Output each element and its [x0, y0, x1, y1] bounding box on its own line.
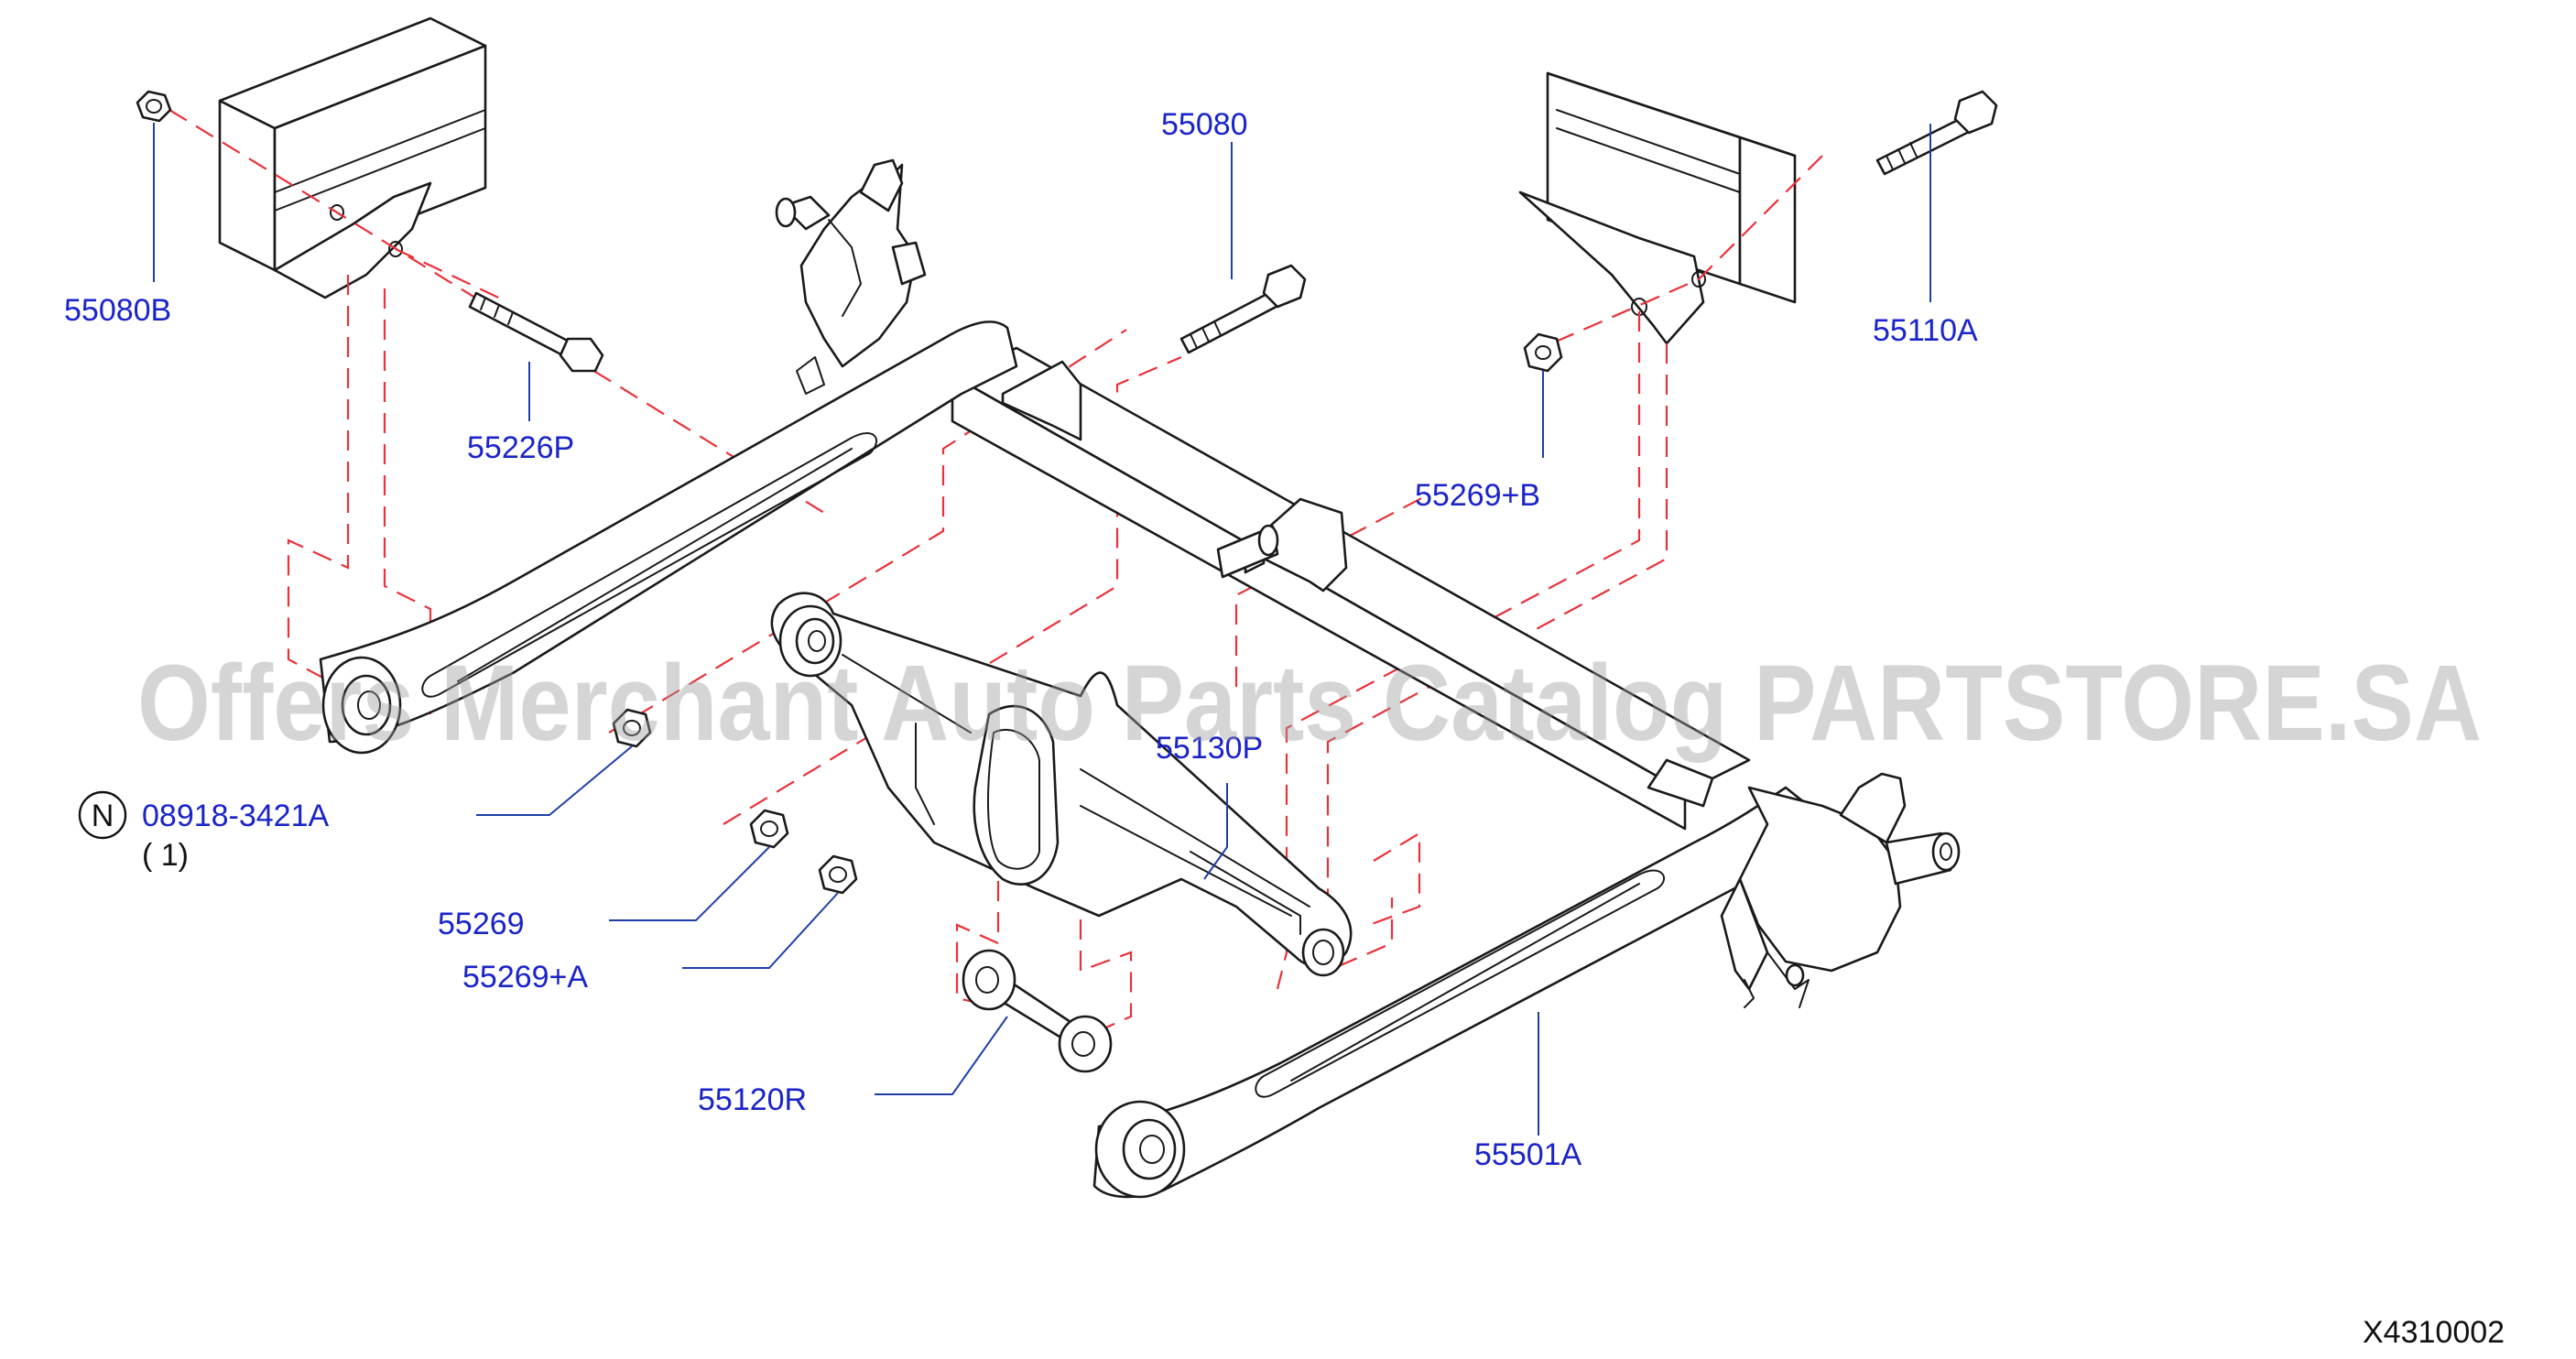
flange-nut-55080B: [136, 90, 172, 123]
label-55110A: 55110A: [1873, 313, 1978, 348]
right-body-rail: [1518, 71, 1797, 345]
label-08918-3421A: 08918-3421A: [142, 799, 330, 833]
left-body-rail: [218, 16, 487, 299]
nut-55269B: [1523, 332, 1563, 373]
watermark: Offers Merchant Auto Parts Catalog PARTS…: [137, 643, 2482, 764]
leader-lines: [153, 123, 1931, 1136]
label-55130P: 55130P: [1156, 731, 1263, 766]
part-labels: 55080B 55226P 55080 55110A 55269+B 08918…: [64, 107, 1978, 1172]
note-symbol-text: N: [92, 799, 114, 833]
rear-member: [770, 592, 1353, 977]
label-55501A: 55501A: [1474, 1137, 1582, 1172]
label-55269: 55269: [438, 907, 525, 941]
bolt-55110A: [1875, 90, 1998, 176]
label-55226P: 55226P: [467, 430, 574, 465]
axle-beam: [951, 346, 1751, 831]
label-55269B: 55269+B: [1415, 478, 1540, 513]
lateral-link: [962, 949, 1113, 1073]
assembly-dashed-lines: [168, 109, 1823, 1037]
figure-code: X4310002: [2363, 1315, 2505, 1350]
label-55080: 55080: [1161, 107, 1248, 142]
bolt-55226P: [468, 291, 604, 373]
left-trailing-arm: [319, 158, 1018, 755]
label-55120R: 55120R: [698, 1082, 807, 1117]
nut-55269A: [818, 854, 858, 895]
nut-08918: [612, 708, 652, 748]
right-trailing-arm: [1092, 758, 1961, 1199]
bolt-55080: [1179, 264, 1307, 354]
nut-55269: [749, 809, 789, 849]
label-55080B: 55080B: [64, 293, 171, 328]
label-08918-qty: ( 1): [142, 838, 189, 873]
label-55269A: 55269+A: [462, 960, 588, 995]
note-symbol: N: [78, 790, 127, 840]
